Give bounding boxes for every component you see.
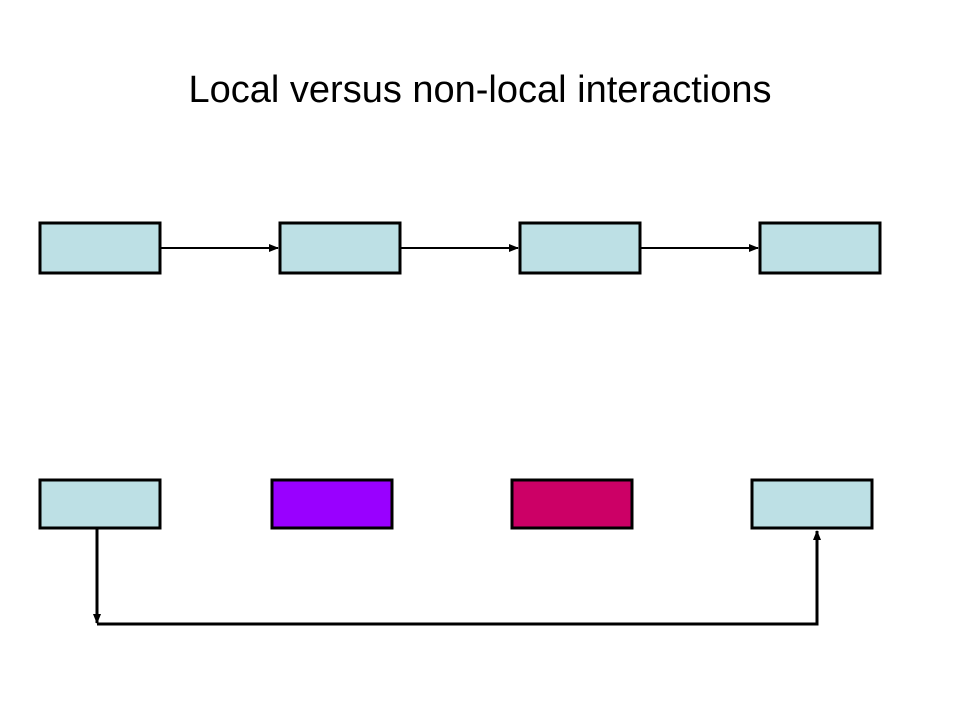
local-box-4 bbox=[758, 221, 882, 275]
nonlocal-box-4 bbox=[750, 478, 874, 530]
slide-title: Local versus non-local interactions bbox=[188, 69, 772, 111]
local-box-3 bbox=[518, 221, 642, 275]
local-box-1 bbox=[38, 221, 162, 275]
local-interaction-row bbox=[38, 221, 882, 275]
nonlocal-box-1 bbox=[38, 478, 162, 530]
nonlocal-box-3 bbox=[510, 478, 634, 530]
nonlocal-interaction-row bbox=[38, 478, 874, 626]
nonlocal-box-2 bbox=[270, 478, 394, 530]
local-box-2 bbox=[278, 221, 402, 275]
